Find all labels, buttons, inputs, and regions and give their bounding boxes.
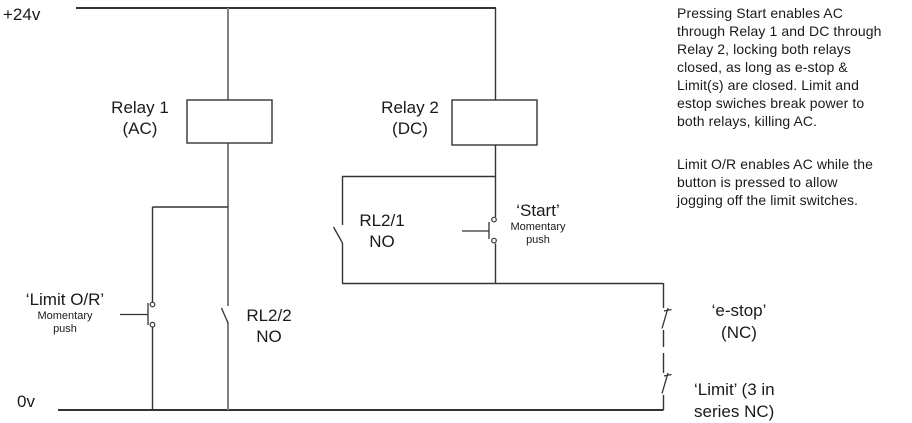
rl21-state: NO (369, 232, 395, 251)
limit-label: ‘Limit’ (3 in series NC) (694, 379, 834, 423)
estop-state: (NC) (721, 323, 757, 342)
limit-override-name: ‘Limit O/R’ (25, 290, 105, 309)
limit-line2: series NC) (694, 402, 775, 421)
relay1-name: Relay 1 (111, 98, 169, 117)
relay1-type: (AC) (122, 119, 158, 138)
estop-nc-contact-symbol (661, 307, 672, 329)
limit-override-kind: Momentary (37, 310, 93, 322)
rl22-label: RL2/2 NO (224, 305, 314, 347)
relay2-type: (DC) (392, 119, 428, 138)
relay2-coil-rect (451, 99, 538, 146)
bottom-rail-label: 0v (17, 392, 35, 411)
limit-override-pushbutton-symbol (120, 301, 156, 328)
start-kind: Momentary (510, 221, 566, 233)
start-name: ‘Start’ (516, 201, 560, 220)
limit-line1: ‘Limit’ (3 in (694, 380, 775, 399)
rl21-branch-wire (341, 175, 495, 283)
limit-override-action: push (53, 323, 77, 335)
relay2-label: Relay 2 (DC) (364, 97, 456, 139)
notes-paragraph-2: Limit O/R enables AC while the button is… (677, 156, 873, 208)
notes-paragraph-1: Pressing Start enables AC through Relay … (677, 5, 882, 129)
rl22-name: RL2/2 (246, 306, 292, 325)
start-action: push (526, 234, 550, 246)
rl21-no-contact-blade (332, 226, 344, 244)
start-pushbutton-symbol (462, 216, 497, 244)
relay1-coil-rect (186, 99, 273, 144)
limit-override-branch-wire (151, 206, 228, 410)
estop-label: ‘e-stop’ (NC) (691, 300, 787, 344)
top-rail-label: +24v (3, 5, 41, 24)
estop-name: ‘e-stop’ (711, 301, 767, 320)
rl22-state: NO (256, 327, 282, 346)
limit-override-label: ‘Limit O/R’ Momentary push (16, 290, 114, 336)
relay1-label: Relay 1 (AC) (94, 97, 186, 139)
rl21-name: RL2/1 (359, 211, 405, 230)
rl22-no-contact-blade (220, 307, 229, 324)
start-label: ‘Start’ Momentary push (491, 201, 585, 247)
rl21-label: RL2/1 NO (337, 210, 427, 252)
relay2-name: Relay 2 (381, 98, 439, 117)
limit-nc-contact-symbol (661, 372, 672, 394)
